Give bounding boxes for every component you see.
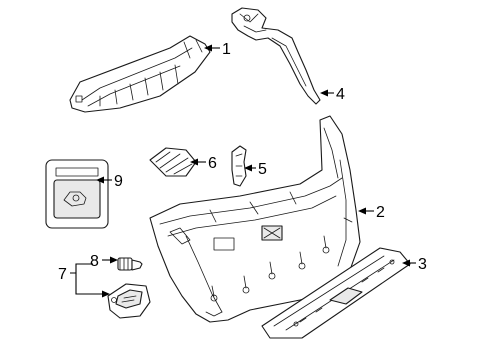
callout-2: 2 bbox=[376, 204, 385, 221]
callout-3-leader bbox=[402, 259, 416, 267]
clip bbox=[231, 145, 247, 187]
callout-5-leader bbox=[244, 164, 256, 172]
pad bbox=[149, 147, 197, 177]
callout-4-leader bbox=[320, 89, 334, 97]
callout-4: 4 bbox=[336, 86, 345, 103]
callout-6-leader bbox=[190, 158, 206, 166]
bulb bbox=[117, 257, 143, 271]
callout-8: 8 bbox=[90, 253, 99, 270]
callout-7: 7 bbox=[58, 266, 67, 283]
switch-module bbox=[45, 159, 109, 229]
callout-1-leader bbox=[204, 44, 220, 52]
callout-5: 5 bbox=[258, 161, 267, 178]
callout-8-leader bbox=[102, 256, 118, 264]
callout-6: 6 bbox=[208, 155, 217, 172]
liftgate-trim-panel bbox=[149, 115, 361, 323]
callout-2-leader bbox=[358, 207, 374, 215]
callout-1: 1 bbox=[222, 41, 231, 58]
pillar-trim bbox=[231, 7, 321, 105]
callout-7-leader bbox=[70, 263, 110, 298]
callout-3: 3 bbox=[418, 256, 427, 273]
upper-trim-panel bbox=[69, 35, 211, 113]
callout-9-leader bbox=[96, 176, 112, 184]
callout-9: 9 bbox=[114, 173, 123, 190]
lamp-housing bbox=[107, 283, 151, 319]
